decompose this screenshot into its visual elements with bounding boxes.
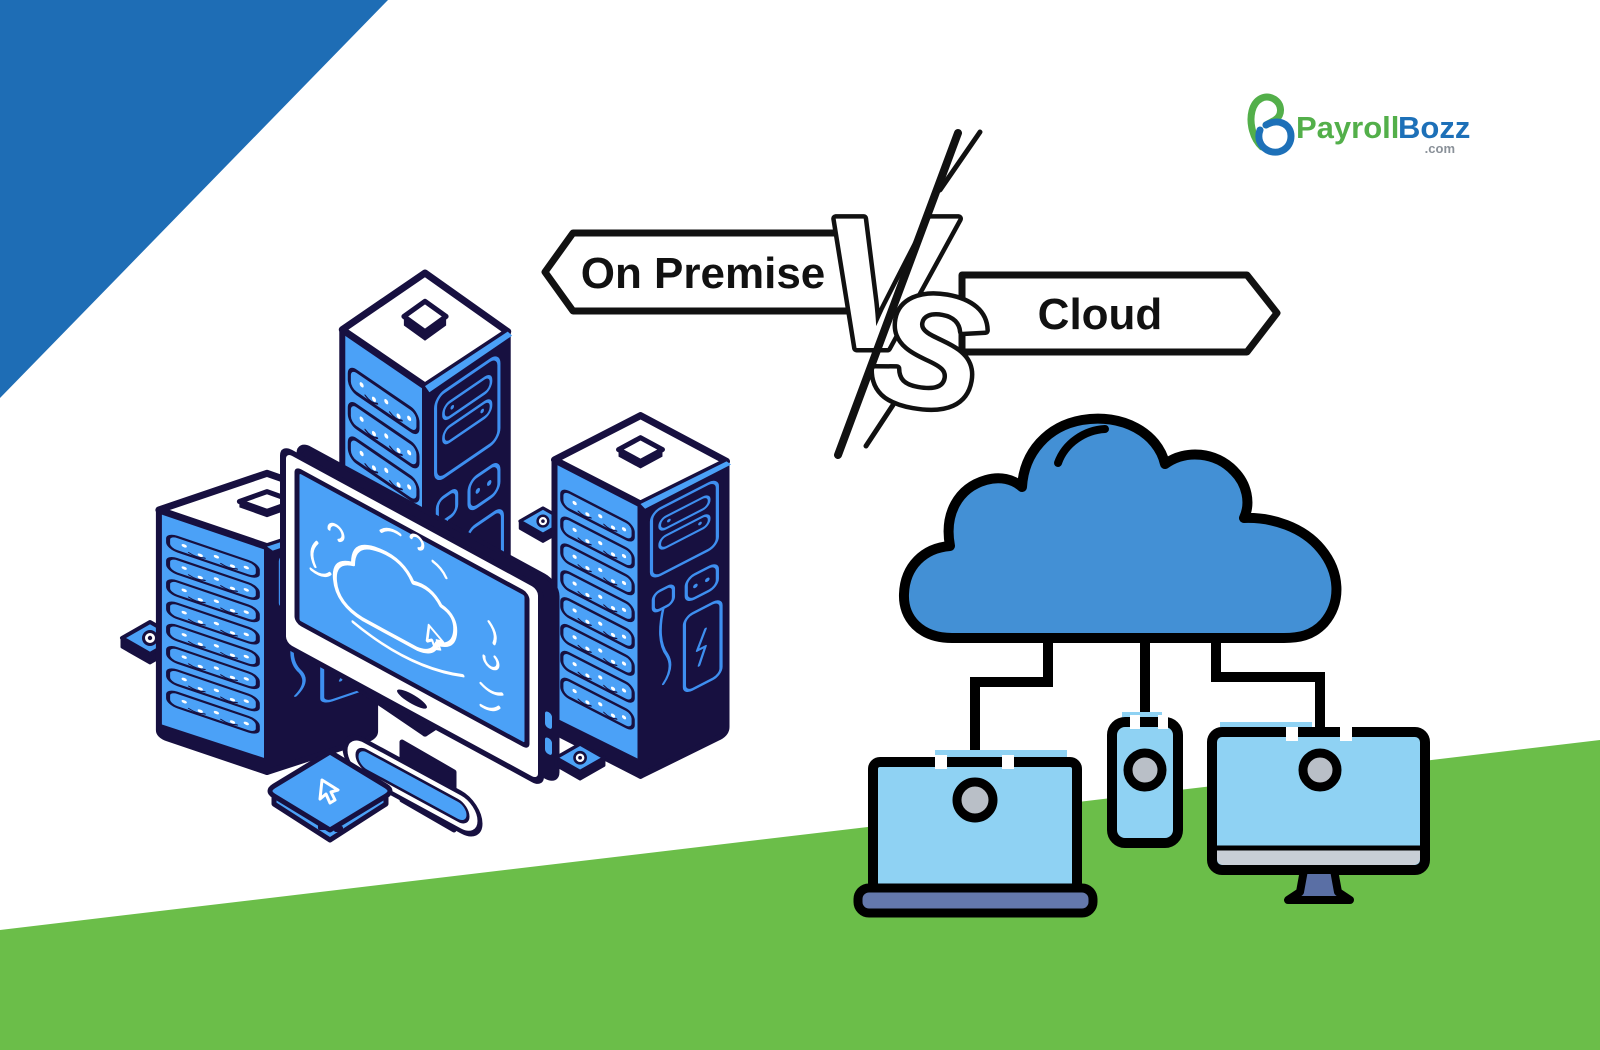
logo-text-bozz: Bozz [1398,110,1470,145]
cursor-icon [318,778,340,805]
connection-nodes [952,748,1342,823]
corner-triangle [0,0,388,398]
vs-letter-v: V [820,178,959,388]
laptop-icon [853,750,1098,918]
logo-text-suffix: .com [1425,141,1455,156]
logo-mark-icon [1247,93,1295,156]
node-phone [1123,748,1167,792]
monitor-stand [342,734,483,837]
connection-line-left [970,630,1053,800]
desktop-monitor-icon [1207,722,1430,904]
cloud-illustration [853,413,1430,918]
logo-text-payroll: Payroll [1296,110,1399,145]
ground-band [0,740,1600,1050]
node-monitor [1298,748,1342,792]
vs-slash [834,129,983,459]
cloud-shape-icon [898,413,1342,643]
server-tower-icon [554,416,731,776]
cloud-label: Cloud [1038,290,1163,339]
node-laptop [952,777,998,823]
on-premise-illustration [120,273,731,843]
cloud-highlight [1054,425,1109,467]
monitor [280,444,560,784]
on-premise-label: On Premise [581,249,826,298]
cloud-banner [958,271,1281,356]
touchpad [267,749,393,843]
connection-line-right [1211,636,1325,770]
versus-composition: On Premise Cloud V S [541,129,1281,459]
payrollbozz-logo: Payroll Bozz .com [1247,93,1470,156]
on-premise-banner [541,229,856,315]
cloud-doodle-icon [309,522,504,712]
